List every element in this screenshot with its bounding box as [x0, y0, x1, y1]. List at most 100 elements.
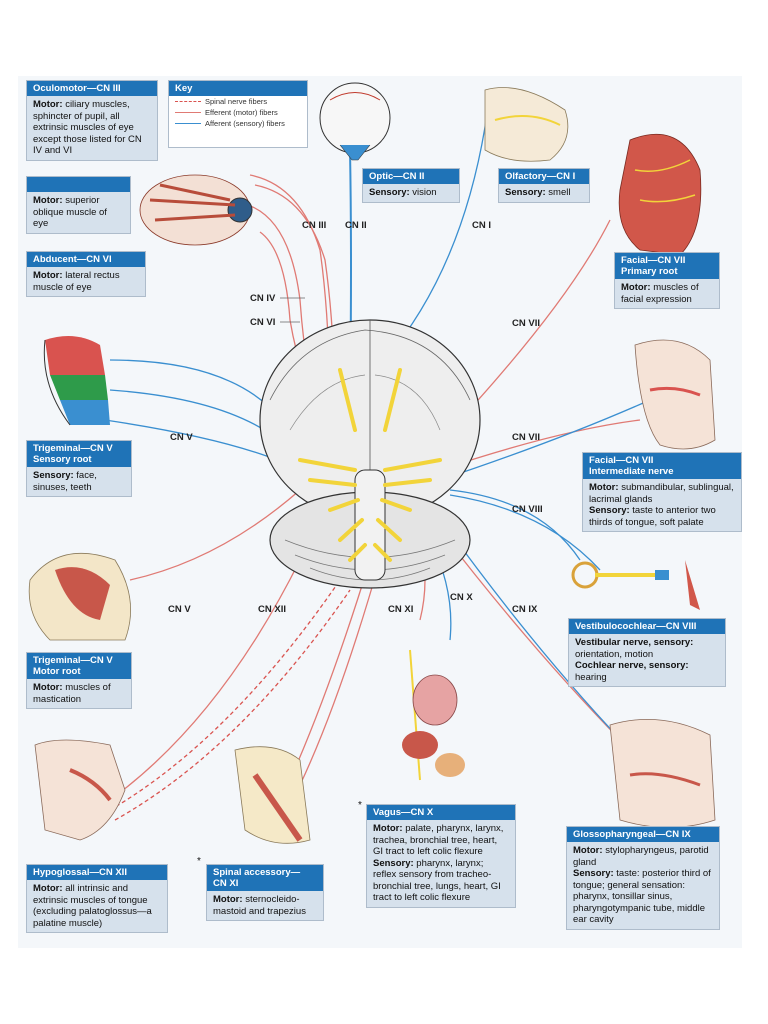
label-pointers — [280, 297, 305, 323]
facial-intermediate-sensory-label: Sensory: — [589, 505, 630, 516]
spinal-accessory-subtitle: CN XI — [213, 878, 239, 889]
olfactory-box: Olfactory—CN I Sensory: smell — [498, 168, 590, 203]
glossopharyngeal-box: Glossopharyngeal—CN IX Motor: stylophary… — [566, 826, 720, 930]
trigeminal-motor-subtitle: Motor root — [33, 666, 81, 677]
label-cn8: CN VIII — [512, 504, 543, 515]
oculomotor-motor-label: Motor: — [33, 99, 63, 110]
vestibulocochlear-box: Vestibulocochlear—CN VIII Vestibular ner… — [568, 618, 726, 687]
trochlear-title — [27, 177, 130, 192]
optic-box: Optic—CN II Sensory: vision — [362, 168, 460, 203]
label-cn6: CN VI — [250, 317, 276, 328]
label-cn3: CN III — [302, 220, 327, 231]
label-cn10: CN X — [450, 592, 473, 603]
vestibulocochlear-title: Vestibulocochlear—CN VIII — [569, 619, 725, 634]
facial-intermediate-title: Facial—CN VII — [589, 455, 654, 466]
label-cn1: CN I — [472, 220, 491, 231]
cochlear-label: Cochlear nerve, sensory: — [575, 660, 689, 671]
cn11-line — [289, 559, 371, 781]
facial-intermediate-motor-label: Motor: — [589, 482, 619, 493]
trigeminal-sensory-title: Trigeminal—CN V — [33, 443, 113, 454]
trigeminal-motor-label: Motor: — [33, 682, 63, 693]
legend: Key Spinal nerve fibers Efferent (motor)… — [168, 80, 308, 148]
trigeminal-sensory-subtitle: Sensory root — [33, 454, 92, 465]
spinal-accessory-box: Spinal accessory—CN XI Motor: sternoclei… — [206, 864, 324, 921]
spinal-accessory-motor-text: sternocleido-mastoid and trapezius — [213, 894, 306, 917]
trigeminal-sensory-text: face, sinuses, teeth — [33, 470, 97, 493]
hypoglossal-tongue-illustration — [34, 739, 126, 841]
hypoglossal-title: Hypoglossal—CN XII — [27, 865, 167, 880]
olfactory-sensory-text: smell — [548, 187, 571, 198]
glossopharyngeal-title: Glossopharyngeal—CN IX — [567, 827, 719, 842]
olfactory-region-illustration — [484, 87, 569, 162]
trigeminal-sensory-face-illustration — [43, 336, 110, 426]
neck-muscles-illustration — [234, 746, 311, 844]
cn8-line-b — [449, 494, 601, 571]
facial-muscles-head-illustration — [618, 133, 702, 256]
vagus-footnote-mark: * — [358, 800, 362, 811]
facial-primary-title: Facial—CN VII — [621, 255, 686, 266]
label-cn5-motor: CN V — [168, 604, 191, 615]
abducent-title: Abducent—CN VI — [27, 252, 145, 267]
trochlear-motor-text: superior oblique muscle of eye — [33, 195, 107, 229]
label-cn4: CN IV — [250, 293, 276, 304]
label-cn9: CN IX — [512, 604, 538, 615]
cn12-line — [109, 529, 341, 801]
abducent-box: Abducent—CN VI Motor: lateral rectus mus… — [26, 251, 146, 297]
facial-intermediate-subtitle: Intermediate nerve — [589, 466, 674, 477]
glossopharyngeal-sensory-text: taste: posterior third of tongue; genera… — [573, 868, 711, 925]
label-cn5-sensory: CN V — [170, 432, 193, 443]
trochlear-motor-label: Motor: — [33, 195, 63, 206]
trochlear-box: Motor: superior oblique muscle of eye — [26, 176, 131, 234]
facial-intermediate-motor-text: submandibular, sublingual, lacrimal glan… — [589, 482, 734, 505]
hypoglossal-box: Hypoglossal—CN XII Motor: all intrinsic … — [26, 864, 168, 933]
optic-title: Optic—CN II — [363, 169, 459, 184]
facial-primary-motor-text: muscles of facial expression — [621, 282, 699, 305]
legend-label-afferent: Afferent (sensory) fibers — [205, 119, 285, 128]
vestibular-text: orientation, motion — [575, 648, 654, 660]
oculomotor-box: Oculomotor—CN III Motor: ciliary muscles… — [26, 80, 158, 161]
legend-item-afferent: Afferent (sensory) fibers — [169, 118, 307, 129]
spinal-accessory-motor-label: Motor: — [213, 894, 243, 905]
eye-cross-section-illustration — [319, 82, 391, 161]
legend-swatch-afferent — [175, 123, 201, 124]
inner-ear-illustration — [571, 560, 700, 610]
abducent-motor-text: lateral rectus muscle of eye — [33, 270, 120, 293]
label-cn11: CN XI — [388, 604, 414, 615]
abducent-motor-label: Motor: — [33, 270, 63, 281]
legend-item-spinal: Spinal nerve fibers — [169, 96, 307, 107]
vestibular-label: Vestibular nerve, sensory: — [575, 637, 694, 648]
vagus-motor-label: Motor: — [373, 823, 403, 834]
label-cn7-upper: CN VII — [512, 318, 540, 329]
nerve-roots — [298, 368, 442, 562]
cn11-line-b — [299, 559, 381, 786]
facial-primary-subtitle: Primary root — [621, 266, 678, 277]
legend-label-spinal: Spinal nerve fibers — [205, 97, 268, 106]
cn12-spinal-line — [109, 579, 341, 811]
vagus-sensory-text: pharynx, larynx; reflex sensory from tra… — [373, 857, 501, 904]
cn8-line — [449, 489, 581, 561]
oculomotor-motor-text: ciliary muscles, sphincter of pupil, all… — [33, 99, 142, 156]
vagus-title: Vagus—CN X — [367, 805, 515, 820]
vagus-organs-illustration — [402, 649, 465, 781]
optic-sensory-label: Sensory: — [369, 187, 410, 198]
intermediate-nerve-head-illustration — [634, 339, 716, 450]
vagus-motor-text: palate, pharynx, larynx, trachea, bronch… — [373, 823, 504, 857]
cn12-spinal-line-b — [114, 589, 351, 821]
cn7a-line — [459, 219, 611, 421]
legend-label-efferent: Efferent (motor) fibers — [205, 108, 278, 117]
spinal-accessory-footnote-mark: * — [197, 856, 201, 867]
vagus-box: Vagus—CN X Motor: palate, pharynx, laryn… — [366, 804, 516, 908]
cochlear-text: hearing — [575, 671, 607, 683]
vagus-sensory-label: Sensory: — [373, 857, 414, 869]
mastication-skull-illustration — [28, 552, 131, 641]
hypoglossal-motor-text: all intrinsic and extrinsic muscles of t… — [33, 883, 152, 929]
optic-sensory-text: vision — [412, 187, 437, 198]
label-cn12: CN XII — [258, 604, 286, 615]
facial-intermediate-sensory-text: taste to anterior two thirds of tongue, … — [589, 505, 716, 528]
olfactory-title: Olfactory—CN I — [499, 169, 589, 184]
